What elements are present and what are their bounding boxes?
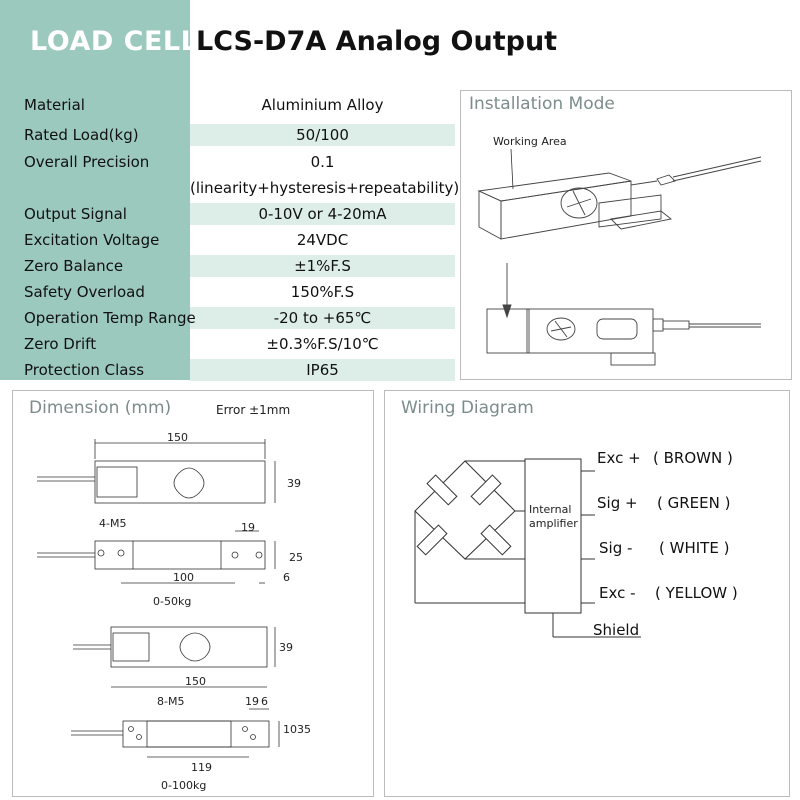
spec-label: Operation Temp Range [24,309,196,327]
spec-value: 0-10V or 4-20mA [258,205,387,223]
wire-sig-minus-color: ( WHITE ) [659,539,730,557]
dimension-drawings [37,439,280,758]
spec-value: Aluminium Alloy [261,96,384,114]
spec-row-temp: Operation Temp Range -20 to +65℃ [0,307,455,329]
error-note: Error ±1mm [216,403,291,417]
wiring-schematic [414,458,641,638]
wire-sig-plus-color: ( GREEN ) [657,494,731,512]
spec-label: Material [24,96,85,114]
dim-100: 100 [173,571,194,584]
shield-label: Shield [593,621,640,639]
installation-drawing [477,148,762,366]
spec-value: ±0.3%F.S/10℃ [266,335,379,353]
dim-39b: 39 [279,641,293,654]
dim-10: 10 [283,723,297,736]
dim-150b: 150 [185,675,206,688]
dim-119: 119 [191,761,212,774]
spec-value: 50/100 [296,126,349,144]
spec-label: Overall Precision [24,153,150,171]
spec-label: Rated Load(kg) [24,126,139,144]
dim-35: 35 [297,723,311,736]
dim-39: 39 [287,477,301,490]
spec-row-output: Output Signal 0-10V or 4-20mA [0,203,455,225]
spec-label: Zero Balance [24,257,124,275]
spec-value: 0.1 [310,153,335,171]
dim-150: 150 [167,431,188,444]
spec-row-zero-balance: Zero Balance ±1%F.S [0,255,455,277]
wire-sig-minus-name: Sig - [599,539,633,557]
spec-value: -20 to +65℃ [273,309,372,327]
installation-title: Installation Mode [469,94,615,114]
spec-row-zero-drift: Zero Drift ±0.3%F.S/10℃ [0,333,455,355]
dim-25: 25 [289,551,303,564]
spec-row-overload: Safety Overload 150%F.S [0,281,455,303]
dim-19: 19 [241,521,255,534]
dim-4m5: 4-M5 [99,517,127,530]
row-band [190,124,455,146]
spec-row-precision: Overall Precision 0.1 [0,151,455,173]
spec-row-rated-load: Rated Load(kg) 50/100 [0,124,455,146]
installation-panel: Installation Mode Working Area [460,90,792,380]
spec-value: 150%F.S [290,283,355,301]
dimension-panel: Dimension (mm) Error ±1mm [12,390,374,797]
row-band [190,359,455,381]
wire-exc-plus-color: ( BROWN ) [653,449,733,467]
wiring-title: Wiring Diagram [401,398,534,418]
title-model: LCS-D7A Analog Output [196,26,558,57]
spec-note: (linearity+hysteresis+repeatability) [190,179,460,197]
row-band [190,255,455,277]
dim-8m5: 8-M5 [157,695,185,708]
spec-row-protection: Protection Class IP65 [0,359,455,381]
range-50kg: 0-50kg [153,595,192,608]
spec-value: 24VDC [296,231,349,249]
spec-row-excitation: Excitation Voltage 24VDC [0,229,455,251]
spec-value: IP65 [306,361,339,379]
spec-row-precision-note: (linearity+hysteresis+repeatability) [0,177,460,199]
spec-row-material: Material Aluminium Alloy [0,94,455,116]
wire-exc-minus-color: ( YELLOW ) [655,584,738,602]
wire-exc-plus-name: Exc + [597,449,641,467]
working-area-label: Working Area [493,135,567,148]
spec-label: Output Signal [24,205,127,223]
title-load-cell: LOAD CELL [30,26,199,57]
row-band [190,307,455,329]
spec-value: ±1%F.S [294,257,351,275]
wire-exc-minus-name: Exc - [599,584,636,602]
dim-6: 6 [283,571,290,584]
spec-label: Excitation Voltage [24,231,160,249]
spec-label: Protection Class [24,361,145,379]
accent-column [0,0,190,380]
row-band [190,203,455,225]
wiring-panel: Wiring Diagram Internal [384,390,790,797]
dim-6b: 6 [261,695,268,708]
range-100kg: 0-100kg [161,779,207,792]
amplifier-line1: Internal [529,503,572,516]
spec-label: Zero Drift [24,335,97,353]
spec-label: Safety Overload [24,283,145,301]
dim-19b: 19 [245,695,259,708]
wire-sig-plus-name: Sig + [597,494,638,512]
dimension-title: Dimension (mm) [29,398,172,418]
amplifier-line2: amplifier [529,517,578,530]
